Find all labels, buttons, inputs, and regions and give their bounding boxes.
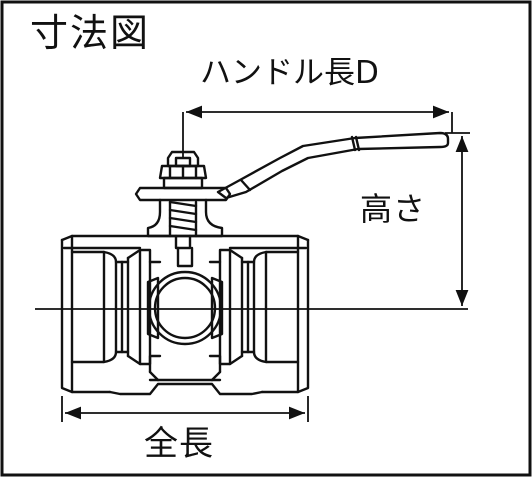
stem-gland <box>146 198 224 250</box>
ball-chamber <box>138 246 232 374</box>
diagram-title: 寸法図 <box>30 11 151 55</box>
valve-handle <box>134 131 450 202</box>
total-length-dimension <box>61 396 309 422</box>
height-dimension <box>445 132 470 306</box>
valve-body <box>60 234 310 396</box>
stem-nut <box>158 150 208 190</box>
left-port <box>70 248 142 366</box>
height-label: 高さ <box>360 190 427 228</box>
right-port <box>228 248 300 366</box>
handle-length-label: ハンドル長D <box>200 55 379 91</box>
total-length-label: 全長 <box>144 424 214 464</box>
handle-length-dimension <box>182 105 453 158</box>
